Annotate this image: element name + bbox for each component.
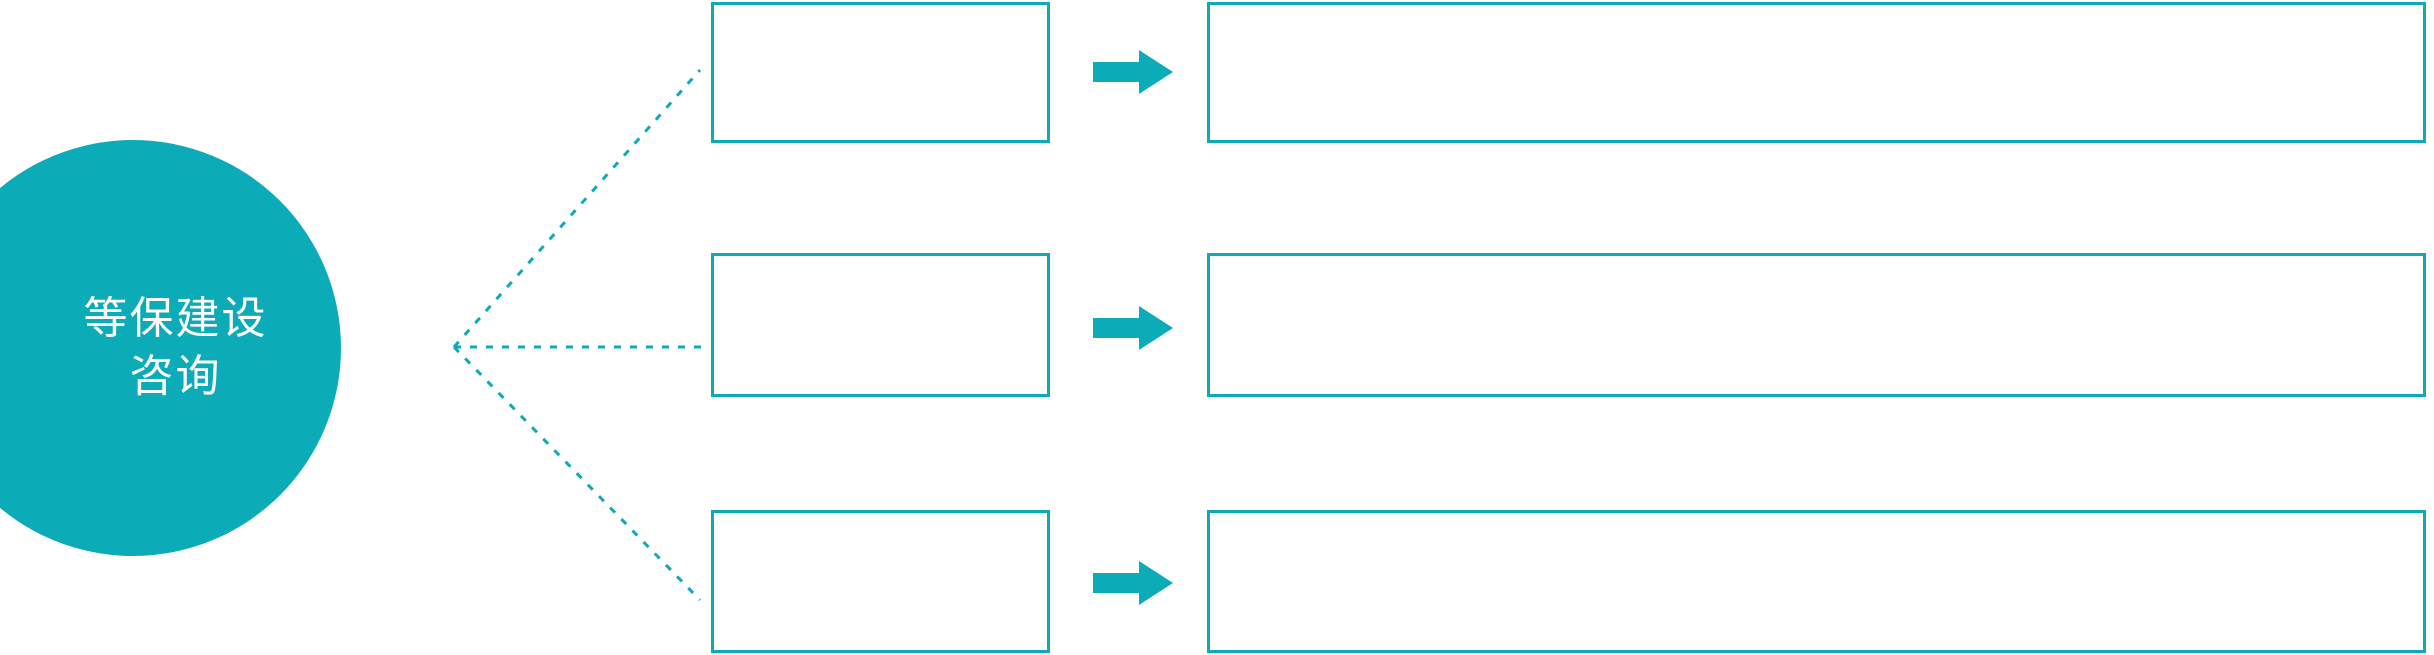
- stage-box-row-2[interactable]: [711, 253, 1050, 397]
- stage-box-row-1[interactable]: [711, 2, 1050, 143]
- hub-circle[interactable]: 等保建设 咨询: [0, 140, 341, 556]
- hub-label-line-2: 咨询: [129, 352, 222, 401]
- right-arrow-icon-row-2: [1093, 306, 1173, 350]
- detail-box-row-3[interactable]: [1207, 510, 2426, 653]
- hub-label-line-1: 等保建设: [83, 293, 268, 343]
- right-arrow-icon-row-3: [1093, 561, 1173, 605]
- detail-box-row-1[interactable]: [1207, 2, 2426, 143]
- connector-line-row-3: [452, 345, 702, 602]
- right-arrow-icon-row-1: [1093, 50, 1173, 94]
- stage-box-row-3[interactable]: [711, 510, 1050, 653]
- detail-box-row-2[interactable]: [1207, 253, 2426, 397]
- connector-line-row-1: [452, 69, 702, 348]
